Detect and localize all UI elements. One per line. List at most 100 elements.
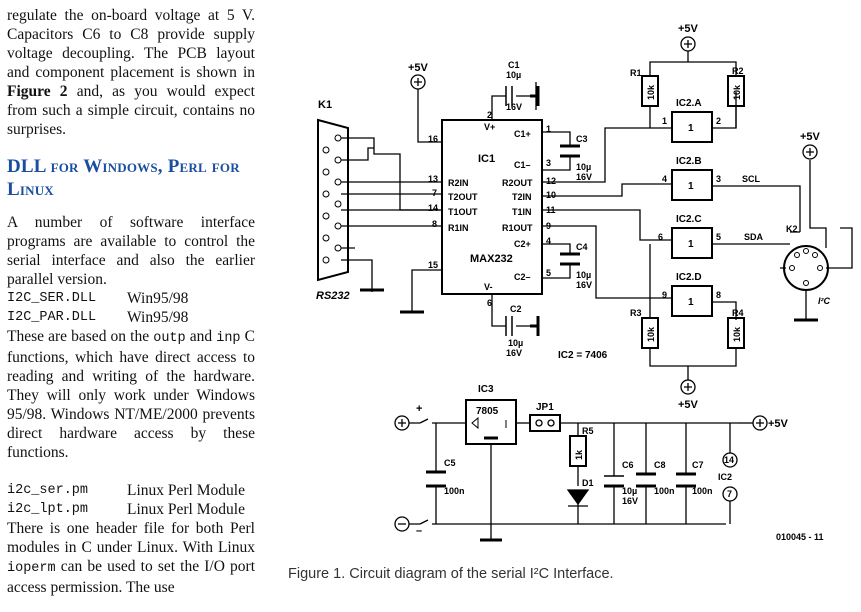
svg-text:R2IN: R2IN <box>448 178 469 188</box>
gate-ic2a <box>671 111 713 143</box>
svg-text:13: 13 <box>428 174 438 184</box>
svg-text:1: 1 <box>688 123 694 134</box>
svg-text:10k: 10k <box>732 326 742 342</box>
svg-text:T1OUT: T1OUT <box>448 207 478 217</box>
svg-text:–: – <box>416 525 422 537</box>
svg-text:1: 1 <box>662 116 667 126</box>
svg-text:14: 14 <box>724 455 734 465</box>
svg-text:IC3: IC3 <box>478 384 494 395</box>
svg-text:15: 15 <box>428 260 438 270</box>
svg-text:C6: C6 <box>622 460 634 470</box>
svg-text:IC2: IC2 <box>718 472 732 482</box>
svg-text:JP1: JP1 <box>536 402 554 413</box>
svg-text:+5V: +5V <box>678 23 699 35</box>
svg-text:C5: C5 <box>444 458 456 468</box>
svg-text:T2IN: T2IN <box>512 192 532 202</box>
svg-text:10µ: 10µ <box>508 338 523 348</box>
svg-text:C1–: C1– <box>514 160 531 170</box>
svg-text:R1OUT: R1OUT <box>502 223 533 233</box>
svg-text:R1IN: R1IN <box>448 223 469 233</box>
svg-text:C3: C3 <box>576 134 588 144</box>
svg-text:SDA: SDA <box>744 232 764 242</box>
svg-text:R3: R3 <box>630 308 642 318</box>
article-column: regulate the on-board voltage at 5 V. Ca… <box>7 6 255 597</box>
svg-text:8: 8 <box>432 219 437 229</box>
svg-text:3: 3 <box>716 174 721 184</box>
svg-text:16V: 16V <box>506 348 522 358</box>
svg-text:16V: 16V <box>576 172 592 182</box>
svg-text:1: 1 <box>688 297 694 308</box>
svg-text:T2OUT: T2OUT <box>448 192 478 202</box>
jumper-jp1 <box>529 414 561 432</box>
rs232-connector <box>317 118 349 282</box>
svg-text:C2–: C2– <box>514 272 531 282</box>
vplus-label: +5V <box>408 62 429 74</box>
paragraph-perl: There is one header file for both Perl m… <box>7 520 255 596</box>
svg-text:5: 5 <box>546 268 551 278</box>
k1-label: K1 <box>318 99 332 111</box>
svg-text:8: 8 <box>716 290 721 300</box>
svg-text:+5V: +5V <box>800 131 821 143</box>
svg-text:5: 5 <box>716 232 721 242</box>
svg-text:100n: 100n <box>654 486 675 496</box>
svg-text:10k: 10k <box>732 84 742 100</box>
svg-text:C2: C2 <box>510 304 522 314</box>
svg-text:IC2.D: IC2.D <box>676 272 702 283</box>
svg-text:1: 1 <box>688 181 694 192</box>
svg-text:T1IN: T1IN <box>512 207 532 217</box>
svg-text:I²C: I²C <box>818 296 830 306</box>
svg-text:1k: 1k <box>574 449 584 460</box>
resistor-r5 <box>569 435 587 467</box>
svg-text:9: 9 <box>662 290 667 300</box>
svg-text:IC2.C: IC2.C <box>676 214 702 225</box>
svg-text:V-: V- <box>484 282 493 292</box>
svg-text:C4: C4 <box>576 242 588 252</box>
svg-text:IC2.A: IC2.A <box>676 98 702 109</box>
svg-text:16V: 16V <box>622 496 638 506</box>
svg-text:K2: K2 <box>786 224 798 234</box>
svg-text:MAX232: MAX232 <box>470 253 513 265</box>
svg-text:C8: C8 <box>654 460 666 470</box>
svg-text:7: 7 <box>432 188 437 198</box>
svg-text:C1+: C1+ <box>514 129 531 139</box>
svg-text:R1: R1 <box>630 68 642 78</box>
svg-text:IC2 = 7406: IC2 = 7406 <box>558 350 608 361</box>
paragraph-intro: regulate the on-board voltage at 5 V. Ca… <box>7 7 255 138</box>
svg-text:SCL: SCL <box>742 174 761 184</box>
svg-text:C1: C1 <box>508 60 520 70</box>
section-heading: DLL for Windows, Perl for Linux <box>7 156 240 200</box>
svg-text:C2+: C2+ <box>514 239 531 249</box>
led-d1 <box>566 489 590 506</box>
svg-text:6: 6 <box>658 232 663 242</box>
svg-text:4: 4 <box>546 236 551 246</box>
svg-text:10: 10 <box>546 190 556 200</box>
svg-text:R2: R2 <box>732 66 744 76</box>
svg-text:7: 7 <box>727 489 732 499</box>
svg-text:R4: R4 <box>732 308 744 318</box>
svg-text:16V: 16V <box>506 102 522 112</box>
svg-text:16: 16 <box>428 134 438 144</box>
paragraph-functions: These are based on the outp and inp C fu… <box>7 328 255 461</box>
k2-connector <box>783 245 829 291</box>
svg-text:10µ: 10µ <box>506 70 521 80</box>
gate-ic2b <box>671 169 713 201</box>
svg-text:R2OUT: R2OUT <box>502 178 533 188</box>
svg-text:1: 1 <box>546 124 551 134</box>
svg-text:7805: 7805 <box>476 406 499 417</box>
connector-pins <box>322 134 342 264</box>
paragraph-software: A number of software interface programs … <box>7 214 255 288</box>
svg-text:10k: 10k <box>646 326 656 342</box>
svg-text:3: 3 <box>546 158 551 168</box>
svg-text:+5V: +5V <box>678 399 699 411</box>
svg-text:12: 12 <box>546 176 556 186</box>
svg-text:+5V: +5V <box>768 418 789 430</box>
svg-text:10µ: 10µ <box>576 270 591 280</box>
figure-code: 010045 - 11 <box>776 532 824 542</box>
svg-text:10µ: 10µ <box>622 486 637 496</box>
svg-text:2: 2 <box>487 110 492 120</box>
